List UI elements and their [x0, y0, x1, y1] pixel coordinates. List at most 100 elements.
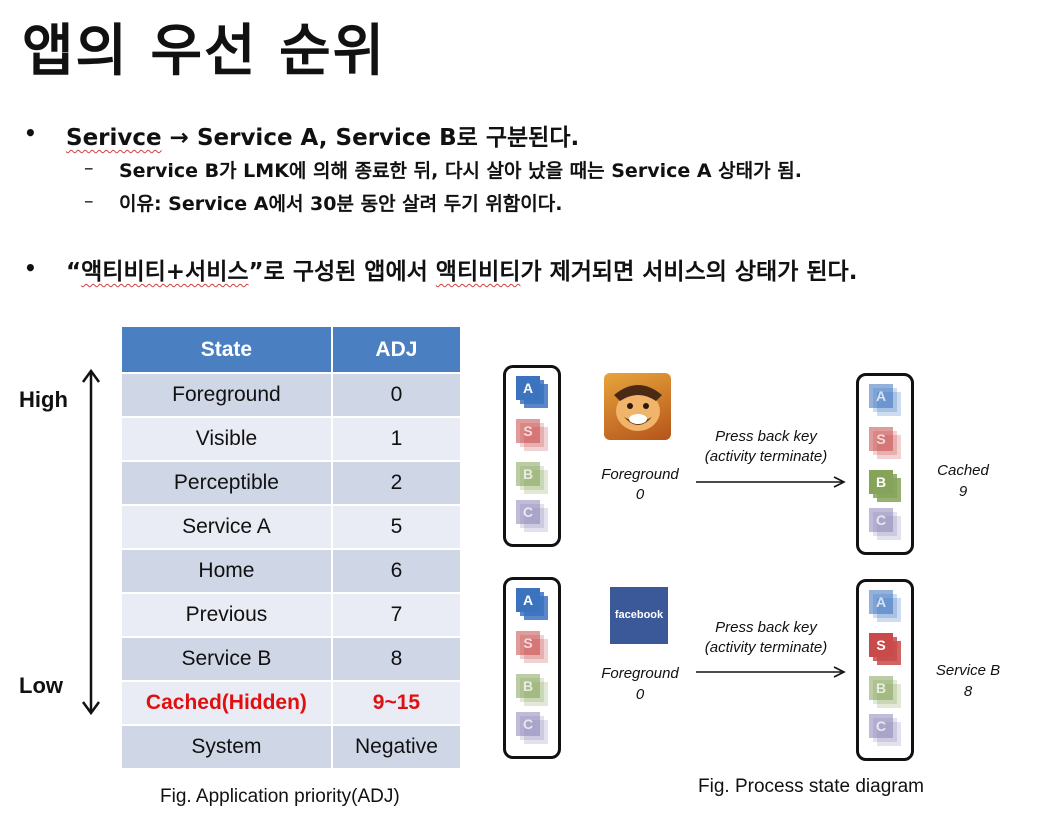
- process-s-stack: S: [869, 427, 903, 459]
- stack-square: C: [516, 712, 540, 736]
- process-a-stack: A: [869, 590, 903, 622]
- state-cell: Service B: [120, 636, 333, 682]
- adj-cell: 1: [330, 416, 463, 462]
- stack-square: A: [516, 588, 540, 612]
- process-a-stack: A: [516, 588, 550, 620]
- facebook-app-icon: facebook: [610, 587, 668, 644]
- adj-cell: 8: [330, 636, 463, 682]
- sub-bullet-dash: –: [84, 190, 94, 212]
- process-a-stack: A: [869, 384, 903, 416]
- from-state-label: Foreground: [601, 466, 679, 483]
- from-state-value: 0: [635, 486, 645, 503]
- to-state-value: 8: [963, 683, 973, 700]
- state-cell: Service A: [120, 504, 333, 550]
- action-label-2: (activity terminate): [704, 448, 828, 465]
- process-s-stack: S: [869, 633, 903, 665]
- state-cell: Cached(Hidden): [120, 680, 333, 726]
- state-cell: Perceptible: [120, 460, 333, 506]
- clash-of-clans-app-icon: [604, 373, 671, 440]
- process-c-stack: C: [516, 500, 550, 532]
- bullet-dot: •: [24, 256, 37, 280]
- bullet-2-keyword: 액티비티+서비스: [81, 259, 249, 285]
- process-c-stack: C: [869, 714, 903, 746]
- stack-square: S: [516, 419, 540, 443]
- stack-square: S: [869, 427, 893, 451]
- stack-square: A: [869, 384, 893, 408]
- to-state-value: 9: [958, 483, 968, 500]
- bullet-1-text: Service A, Service B로 구분된다.: [196, 125, 580, 151]
- process-b-stack: B: [516, 674, 550, 706]
- stack-square: S: [869, 633, 893, 657]
- header-adj: ADJ: [330, 325, 463, 374]
- action-label-2: (activity terminate): [704, 639, 828, 656]
- transition-arrow: [696, 666, 846, 678]
- low-label: Low: [19, 673, 63, 698]
- adj-cell: 7: [330, 592, 463, 638]
- bullet-2-text: ”로 구성된 앱에서: [248, 259, 436, 285]
- table-caption: Fig. Application priority(ADJ): [160, 786, 400, 807]
- bullet-2-text-end: 가 제거되면 서비스의 상태가 된다.: [520, 259, 858, 285]
- header-state: State: [120, 325, 333, 374]
- state-cell: Previous: [120, 592, 333, 638]
- page-title: 앱의 우선 순위: [22, 19, 387, 84]
- action-label: Press back key: [715, 619, 817, 636]
- transition-arrow: [696, 476, 846, 488]
- to-state-label: Service B: [935, 662, 1001, 679]
- adj-cell: 2: [330, 460, 463, 506]
- stack-square: B: [516, 674, 540, 698]
- state-cell: System: [120, 724, 333, 770]
- stack-square: A: [516, 376, 540, 400]
- adj-cell: 0: [330, 372, 463, 418]
- stack-square: C: [869, 508, 893, 532]
- process-s-stack: S: [516, 419, 550, 451]
- bullet-dot: •: [24, 121, 37, 145]
- arrow-icon: →: [169, 125, 189, 151]
- process-b-stack: B: [516, 462, 550, 494]
- stack-square: B: [869, 470, 893, 494]
- stack-square: S: [516, 631, 540, 655]
- adj-cell: 5: [330, 504, 463, 550]
- process-s-stack: S: [516, 631, 550, 663]
- adj-cell: Negative: [330, 724, 463, 770]
- sub-bullet-2: 이유: Service A에서 30분 동안 살려 두기 위함이다.: [119, 193, 563, 215]
- state-cell: Foreground: [120, 372, 333, 418]
- from-state-label: Foreground: [601, 665, 679, 682]
- action-label: Press back key: [715, 428, 817, 445]
- process-c-stack: C: [516, 712, 550, 744]
- bullet-2-keyword-2: 액티비티: [435, 259, 521, 285]
- high-label: High: [19, 387, 68, 412]
- sub-bullet-1: Service B가 LMK에 의해 종료한 뒤, 다시 살아 났을 때는 Se…: [119, 160, 802, 182]
- table-row-cached: Cached(Hidden)9~15: [120, 680, 463, 726]
- state-cell: Visible: [120, 416, 333, 462]
- priority-double-arrow: [81, 368, 101, 716]
- stack-square: A: [869, 590, 893, 614]
- diagram-caption: Fig. Process state diagram: [698, 776, 924, 797]
- bullet-1-keyword: Serivce: [66, 125, 162, 151]
- stack-square: B: [516, 462, 540, 486]
- stack-square: C: [516, 500, 540, 524]
- process-b-stack: B: [869, 676, 903, 708]
- open-quote: “: [66, 259, 82, 285]
- stack-square: B: [869, 676, 893, 700]
- bullet-1: Serivce → Service A, Service B로 구분된다.: [66, 118, 579, 152]
- state-cell: Home: [120, 548, 333, 594]
- sub-bullet-dash: –: [84, 157, 94, 179]
- to-state-label: Cached: [937, 462, 989, 479]
- from-state-value: 0: [635, 686, 645, 703]
- bullet-2: “액티비티+서비스”로 구성된 앱에서 액티비티가 제거되면 서비스의 상태가 …: [66, 252, 857, 286]
- stack-square: C: [869, 714, 893, 738]
- process-c-stack: C: [869, 508, 903, 540]
